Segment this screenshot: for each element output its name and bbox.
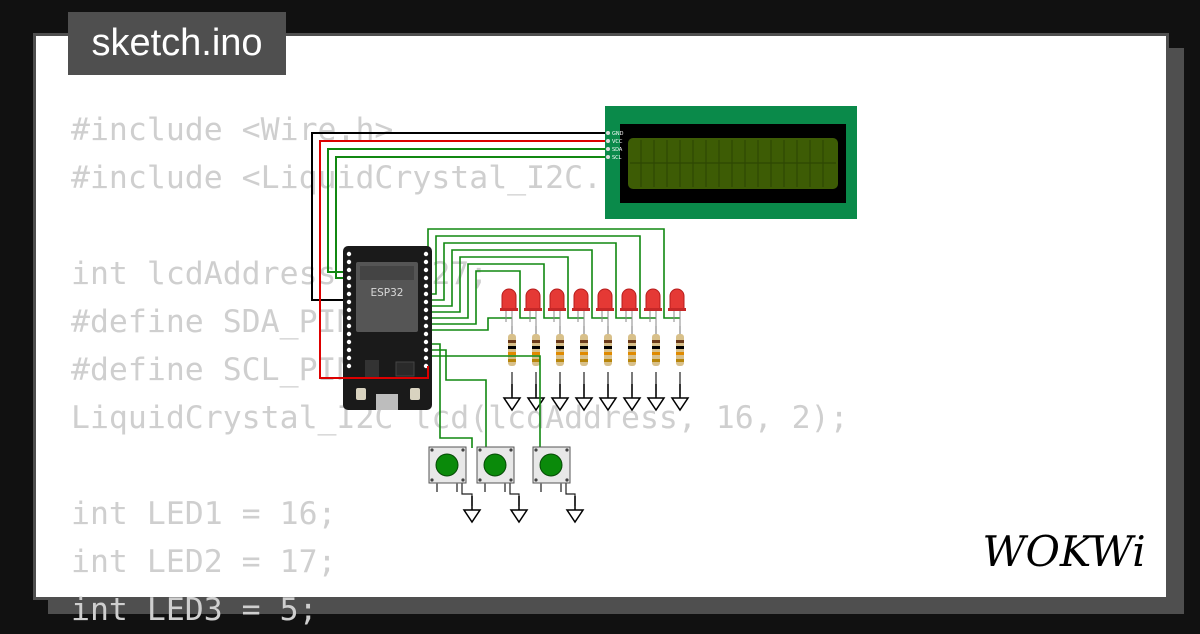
- resistor: [652, 334, 660, 366]
- led[interactable]: [668, 288, 686, 326]
- code-line: int LED3 = 5;: [71, 592, 318, 628]
- file-tab[interactable]: sketch.ino: [68, 12, 286, 75]
- ground-icon: [623, 383, 641, 411]
- ground-icon: [551, 383, 569, 411]
- lcd-wires: [311, 132, 607, 379]
- lcd-display: GND VCC SDA SCL: [605, 106, 857, 219]
- code-background: #include <Wire.h>#include <LiquidCrystal…: [71, 106, 849, 634]
- resistor: [676, 334, 684, 366]
- push-button[interactable]: [476, 446, 515, 492]
- code-line: LiquidCrystal_I2C lcd(lcdAddress, 16, 2)…: [71, 400, 849, 436]
- lcd-pin-vcc: VCC: [612, 139, 623, 145]
- ground-icon: [503, 383, 521, 411]
- push-button[interactable]: [428, 446, 467, 492]
- led[interactable]: [524, 288, 542, 326]
- ground-icon: [671, 383, 689, 411]
- resistor-array: [508, 326, 684, 366]
- led[interactable]: [596, 288, 614, 326]
- led[interactable]: [548, 288, 566, 326]
- ground-icon: [647, 383, 665, 411]
- resistor: [508, 334, 516, 366]
- led[interactable]: [644, 288, 662, 326]
- code-line: int LED1 = 16;: [71, 496, 337, 532]
- code-line: #include <LiquidCrystal_I2C.h>: [71, 160, 640, 196]
- lcd-pin-scl: SCL: [612, 155, 622, 161]
- wokwi-logo-text: WOKWi: [982, 527, 1145, 576]
- led[interactable]: [620, 288, 638, 326]
- code-line: int LED2 = 17;: [71, 544, 337, 580]
- led-array: [500, 288, 686, 326]
- push-button[interactable]: [532, 446, 571, 492]
- button-ground-symbols: [463, 495, 584, 523]
- esp32-label: ESP32: [371, 287, 404, 299]
- ground-icon: [575, 383, 593, 411]
- resistor: [604, 334, 612, 366]
- resistor: [532, 334, 540, 366]
- led-ground-symbols: [503, 383, 689, 411]
- led-ground-wires: [511, 372, 681, 396]
- button-wires: [432, 343, 541, 448]
- ground-icon: [599, 383, 617, 411]
- ground-icon: [566, 495, 584, 523]
- lcd-pin-gnd: GND: [612, 131, 624, 137]
- led[interactable]: [572, 288, 590, 326]
- preview-card: #include <Wire.h>#include <LiquidCrystal…: [33, 33, 1169, 628]
- ground-icon: [527, 383, 545, 411]
- ground-icon: [510, 495, 528, 523]
- lcd-pin-sda: SDA: [612, 147, 623, 153]
- led[interactable]: [500, 288, 518, 326]
- resistor: [556, 334, 564, 366]
- resistor: [628, 334, 636, 366]
- esp32-board[interactable]: ESP32: [343, 246, 432, 410]
- power-wire: [319, 366, 429, 379]
- ground-icon: [463, 495, 481, 523]
- resistor: [580, 334, 588, 366]
- wokwi-logo: WOKWi: [982, 527, 1145, 576]
